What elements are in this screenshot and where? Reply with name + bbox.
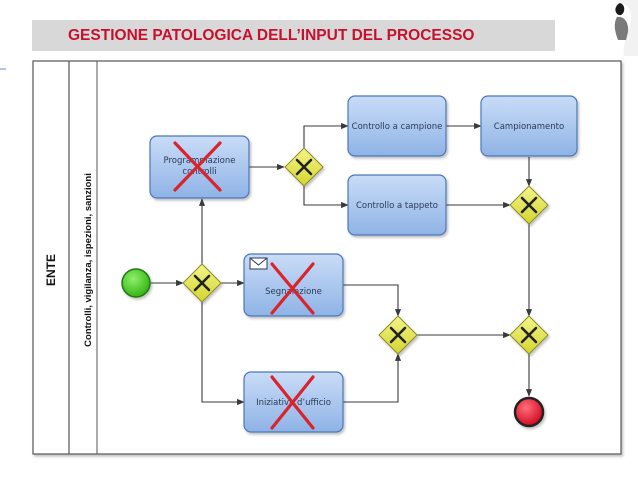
lane-label: Controlli, vigilanza, ispezioni, sanzion…	[83, 173, 94, 347]
cross-mark-icon	[270, 262, 315, 315]
task-controllo-a-campione[interactable]: Controllo a campione	[347, 95, 447, 157]
gateway-split[interactable]	[182, 263, 222, 303]
logo	[614, 0, 638, 56]
cross-mark-icon	[270, 375, 315, 430]
task-controllo-a-tappeto[interactable]: Controllo a tappeto	[347, 174, 447, 236]
flow-iniziativa-to-gateway	[343, 353, 402, 403]
task-campionamento[interactable]: Campionamento	[480, 95, 578, 157]
sequence-flows	[151, 122, 533, 406]
flow-gateway-to-campione	[303, 122, 349, 149]
pool-label: ENTE	[44, 254, 58, 286]
cross-mark-icon	[173, 141, 222, 192]
page-title: GESTIONE PATOLOGICA DELL’INPUT DEL PROCE…	[32, 20, 555, 51]
task-label: Programmazione	[164, 156, 236, 166]
task-iniziativa-d-ufficio[interactable]: Iniziativa d’ufficio	[243, 371, 344, 433]
gateway-merge-controlli[interactable]	[509, 185, 549, 225]
end-event[interactable]	[513, 396, 545, 428]
task-label: Controllo a campione	[352, 122, 443, 132]
task-label: Controllo a tappeto	[356, 201, 438, 211]
task-segnalazione[interactable]: Segnalazione	[243, 253, 344, 317]
flow-segnalazione-to-gateway	[343, 284, 402, 317]
gateway-controlli[interactable]	[284, 147, 324, 187]
gateway-merge-input[interactable]	[378, 315, 418, 355]
flow-gateway-to-tappeto	[303, 186, 349, 209]
task-label: controlli	[182, 167, 216, 177]
start-event[interactable]	[121, 268, 151, 298]
envelope-icon	[249, 257, 268, 270]
task-label: Campionamento	[494, 122, 564, 132]
gateway-final-merge[interactable]	[509, 315, 549, 355]
flow-gateway-to-iniziativa	[201, 301, 245, 406]
task-programmazione-controlli[interactable]: Programmazione controlli	[149, 135, 250, 199]
